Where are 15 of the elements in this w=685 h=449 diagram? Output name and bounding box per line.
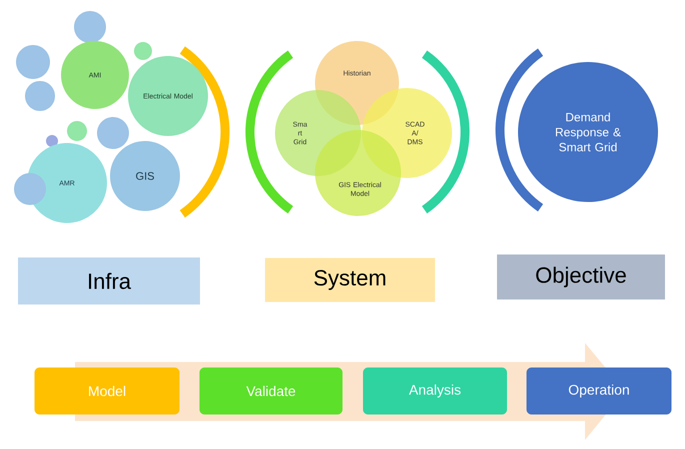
process-step-box: Validate bbox=[200, 368, 342, 414]
bubble-circle bbox=[25, 81, 55, 111]
process-step-box: Operation bbox=[526, 368, 672, 414]
category-band: Objective bbox=[497, 254, 665, 300]
process-step-box: Model bbox=[34, 368, 180, 414]
bubble-circle bbox=[97, 117, 129, 149]
bubble-circle bbox=[67, 121, 87, 141]
process-step-box: Analysis bbox=[363, 368, 507, 414]
bubble-circle bbox=[14, 173, 46, 205]
bubble-circle bbox=[16, 45, 50, 79]
category-band: Infra bbox=[18, 258, 200, 304]
bubble-circle bbox=[134, 42, 152, 60]
bubble-circle bbox=[46, 135, 58, 147]
bubble-circle bbox=[74, 11, 106, 43]
category-band: System bbox=[265, 258, 435, 302]
